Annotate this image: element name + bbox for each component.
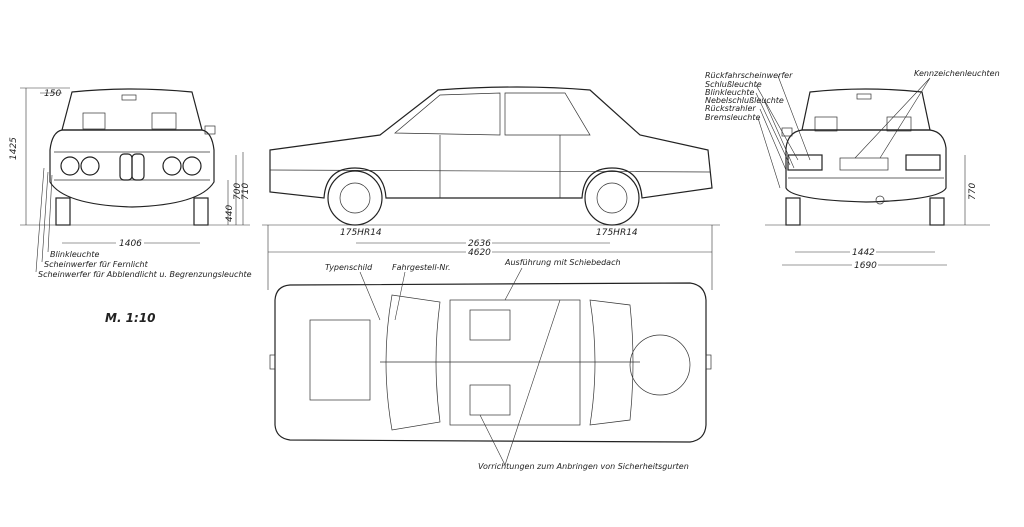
dim-710: 710	[241, 183, 251, 200]
label-schlussleuchte: Schlußleuchte	[705, 80, 762, 89]
license-plate	[839, 157, 889, 171]
label-blinkleuchte: Blinkleuchte	[50, 250, 99, 259]
dim-label-bg	[466, 237, 492, 248]
seat	[814, 116, 838, 132]
label-bremsleuchte: Bremsleuchte	[705, 113, 760, 122]
dim-height: 1425	[9, 137, 19, 160]
headlight-icon	[162, 156, 182, 176]
front-windshield	[61, 88, 203, 131]
headlight-icon	[182, 156, 202, 176]
seat	[469, 309, 511, 341]
label-rueckstrahler: Rückstrahler	[705, 104, 756, 113]
side-mirror	[781, 127, 793, 137]
windshield-top	[385, 294, 441, 431]
label-blinkleuchte: Blinkleuchte	[705, 88, 754, 97]
front-body	[49, 129, 215, 208]
label-schiebedach: Ausführung mit Schiebedach	[504, 258, 621, 267]
wheel	[929, 197, 945, 226]
headlight-icon	[80, 156, 100, 176]
rear-wheel	[584, 170, 640, 226]
seat	[886, 116, 912, 132]
kidney-grille-left	[119, 153, 133, 181]
rim	[596, 182, 628, 214]
dim-label-bg	[850, 246, 876, 257]
label-fernlicht: Scheinwerfer für Fernlicht	[44, 260, 149, 269]
leader-lines	[35, 167, 53, 273]
front-window	[394, 92, 501, 136]
leader-lines	[854, 77, 931, 159]
seat	[82, 112, 106, 130]
wheel	[55, 197, 71, 226]
rear-window	[801, 88, 931, 131]
label-rueckfahrscheinwerfer: Rückfahrscheinwerfer	[705, 71, 793, 80]
tail-light-right	[905, 154, 941, 171]
label-nebelschlussleuchte: Nebelschlußleuchte	[705, 96, 784, 105]
side-view: 175HR14 175HR14 2636 4620	[262, 86, 720, 290]
top-body	[274, 282, 707, 443]
label-abblendlicht: Scheinwerfer für Abblendlicht u. Begrenz…	[38, 270, 252, 279]
leader-lines	[755, 75, 811, 189]
rear-view: 770 1442 1690 Rückfahrscheinwerfer Schlu…	[705, 69, 1000, 271]
body-line	[269, 169, 711, 173]
tow-hook	[875, 195, 885, 205]
tire-front: 175HR14	[340, 228, 382, 238]
engine	[309, 319, 371, 401]
dim-440: 440	[225, 205, 235, 222]
side-mirror	[204, 125, 216, 135]
front-view: 1425 150 440 700 710 1406 Blinkleuchte S…	[9, 87, 252, 279]
dim-700: 700	[233, 183, 243, 200]
front-wheel	[327, 170, 383, 226]
dim-label-bg	[466, 247, 492, 258]
rear-plate	[705, 354, 712, 370]
seat	[469, 384, 511, 416]
dim-770: 770	[968, 183, 978, 200]
rim	[339, 182, 371, 214]
seat	[151, 112, 177, 130]
label-kennzeichenleuchten: Kennzeichenleuchten	[914, 69, 1000, 78]
tire-rear: 175HR14	[596, 228, 638, 238]
mirror	[856, 93, 872, 100]
headlight-icon	[60, 156, 80, 176]
roof-top	[449, 299, 581, 426]
wheel	[785, 197, 801, 226]
wheelbase: 2636	[468, 239, 491, 249]
dim-label-bg	[852, 259, 878, 270]
rear-body	[785, 129, 947, 203]
leader-lines	[359, 267, 561, 466]
scale-label: M. 1:10	[105, 311, 156, 325]
rear-window-top	[589, 299, 634, 426]
label-fahrgestell-nr: Fahrgestell-Nr.	[392, 263, 451, 272]
dim-150: 150	[44, 89, 61, 99]
front-plate	[269, 354, 276, 370]
tail-light-left	[787, 154, 823, 171]
wheel	[193, 197, 209, 226]
rear-window	[504, 92, 591, 136]
label-typenschild: Typenschild	[325, 263, 373, 272]
dim-rear-track: 1442	[852, 248, 875, 258]
top-view: Typenschild Fahrgestell-Nr. Ausführung m…	[269, 258, 712, 471]
side-body	[269, 86, 713, 199]
dim-label-bg	[116, 236, 144, 248]
kidney-grille-right	[131, 153, 145, 181]
spare-wheel	[629, 334, 691, 396]
dim-track: 1406	[119, 239, 142, 249]
length: 4620	[468, 248, 491, 258]
label-sicherheitsgurte: Vorrichtungen zum Anbringen von Sicherhe…	[478, 462, 689, 471]
mirror	[121, 94, 137, 101]
dim-width: 1690	[854, 261, 877, 271]
